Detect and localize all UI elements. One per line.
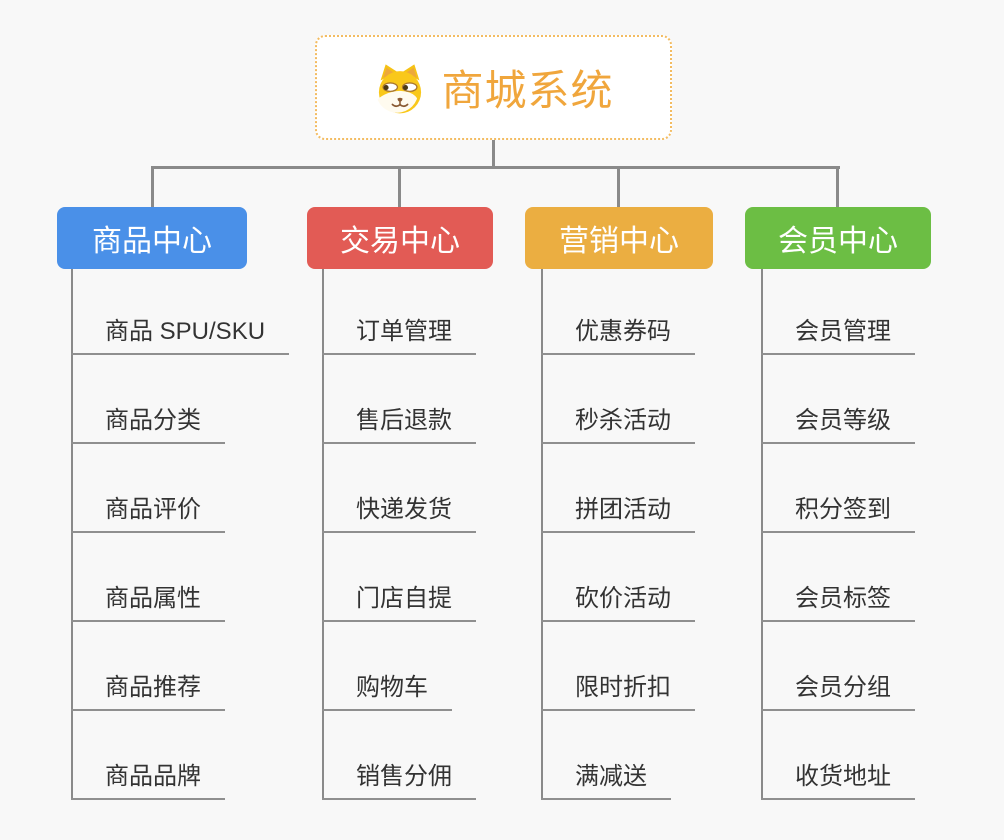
- leaf-coupon-codes[interactable]: 优惠券码: [541, 319, 695, 355]
- leaf-bargain-activity[interactable]: 砍价活动: [541, 586, 695, 622]
- branch-trade-center[interactable]: 交易中心: [307, 207, 493, 269]
- leaf-product-review[interactable]: 商品评价: [71, 497, 225, 533]
- trunk-product-center: [71, 269, 73, 800]
- leaf-product-recommend[interactable]: 商品推荐: [71, 675, 225, 711]
- branch-marketing-center[interactable]: 营销中心: [525, 207, 713, 269]
- leaf-product-brand[interactable]: 商品品牌: [71, 764, 225, 800]
- leaf-store-pickup[interactable]: 门店自提: [322, 586, 476, 622]
- leaf-express-shipping[interactable]: 快递发货: [322, 497, 476, 533]
- leaf-member-management[interactable]: 会员管理: [761, 319, 915, 355]
- connector-drop-products: [151, 166, 154, 207]
- leaf-member-level[interactable]: 会员等级: [761, 408, 915, 444]
- connector-horizontal-bus: [151, 166, 840, 169]
- trunk-trade-center: [322, 269, 324, 800]
- leaf-points-checkin[interactable]: 积分签到: [761, 497, 915, 533]
- leaf-spend-and-save[interactable]: 满减送: [541, 764, 671, 800]
- leaf-flash-sale[interactable]: 秒杀活动: [541, 408, 695, 444]
- branch-member-center[interactable]: 会员中心: [745, 207, 931, 269]
- connector-drop-members: [836, 166, 839, 207]
- leaf-member-tags[interactable]: 会员标签: [761, 586, 915, 622]
- leaf-group-buy[interactable]: 拼团活动: [541, 497, 695, 533]
- connector-root-stem: [492, 140, 495, 168]
- trunk-member-center: [761, 269, 763, 800]
- leaf-product-category[interactable]: 商品分类: [71, 408, 225, 444]
- branch-product-center[interactable]: 商品中心: [57, 207, 247, 269]
- leaf-shipping-address[interactable]: 收货地址: [761, 764, 915, 800]
- connector-drop-trade: [398, 166, 401, 207]
- doge-icon: [373, 63, 422, 116]
- connector-drop-marketing: [617, 166, 620, 207]
- leaf-product-attribute[interactable]: 商品属性: [71, 586, 225, 622]
- leaf-member-groups[interactable]: 会员分组: [761, 675, 915, 711]
- root-title: 商城系统: [441, 67, 614, 114]
- leaf-order-management[interactable]: 订单管理: [322, 319, 476, 355]
- leaf-shopping-cart[interactable]: 购物车: [322, 675, 452, 711]
- leaf-sales-commission[interactable]: 销售分佣: [322, 764, 476, 800]
- leaf-aftersale-refund[interactable]: 售后退款: [322, 408, 476, 444]
- leaf-limited-time-discount[interactable]: 限时折扣: [541, 675, 695, 711]
- trunk-marketing-center: [541, 269, 543, 800]
- root-node[interactable]: 商城系统: [315, 35, 672, 140]
- leaf-product-spu-sku[interactable]: 商品 SPU/SKU: [71, 319, 290, 355]
